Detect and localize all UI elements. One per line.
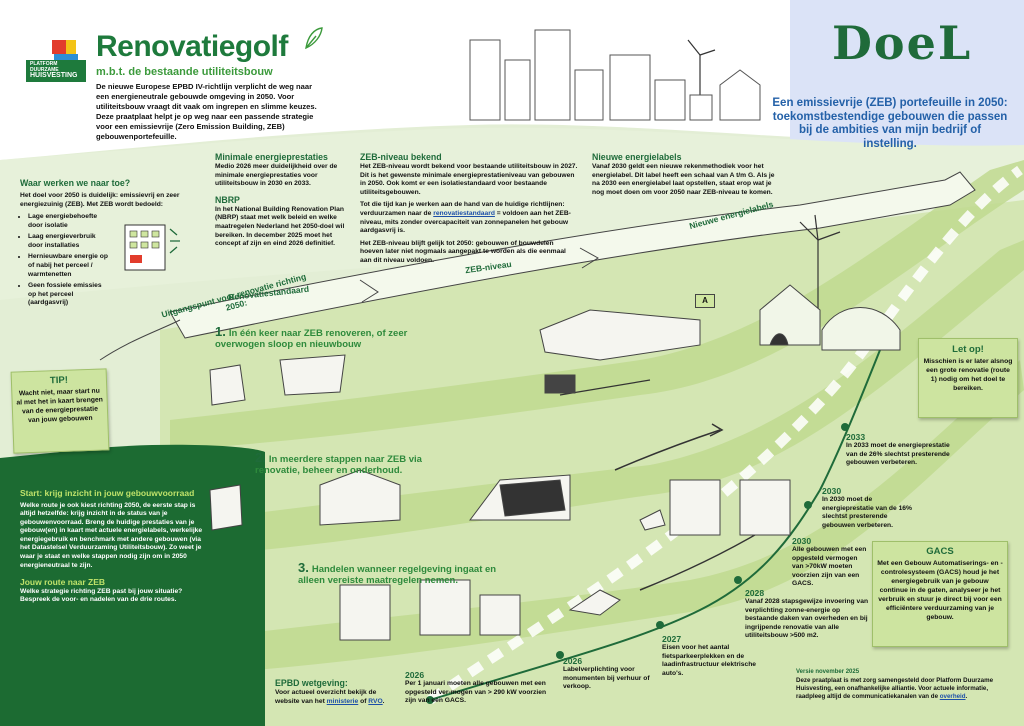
zeb-text-1: Het ZEB-niveau wordt bekend voor bestaan…	[360, 163, 578, 196]
epbd-heading: EPBD wetgeving:	[275, 678, 348, 688]
timeline-item: 2030 In 2030 moet de energieprestatie va…	[822, 486, 912, 529]
timeline-item: 2033 In 2033 moet de energieprestatie va…	[846, 432, 950, 467]
letop-heading: Let op!	[952, 344, 984, 355]
timeline-item: 2026 Labelverplichting voor monumenten b…	[563, 656, 650, 691]
start-heading: Start: krijg inzicht in jouw gebouwvoorr…	[20, 488, 195, 498]
minimale-text: Medio 2026 meer duidelijkheid over de mi…	[215, 163, 338, 188]
timeline-item: 2026 Per 1 januari moeten alle gebouwen …	[405, 670, 547, 705]
list-item: Laag energieverbruik door installaties	[28, 233, 110, 250]
start-text: Welke route je ook kiest richting 2050, …	[20, 501, 203, 569]
footer-text: Deze praatplaat is met zorg samengesteld…	[796, 676, 994, 700]
epbd-section: EPBD wetgeving: Voor actueel overzicht b…	[275, 678, 393, 706]
zeb-text-2: Tot die tijd kan je werken aan de hand v…	[360, 201, 571, 235]
logo-text: PLATFORM DUURZAME HUISVESTING	[30, 61, 78, 79]
waar-heading: Waar werken we naar toe?	[20, 178, 131, 188]
route-1: 1.In één keer naar ZEB renoveren, of zee…	[215, 324, 408, 350]
energielabels-text: Vanaf 2030 geldt een nieuwe rekenmethodi…	[592, 163, 775, 196]
jouw-route-heading: Jouw route naar ZEB	[20, 577, 106, 588]
doel-title: DoeL	[832, 16, 973, 70]
doel-subtitle: Een emissievrije (ZEB) portefeuille in 2…	[772, 97, 1008, 150]
rvo-link[interactable]: RVO	[368, 697, 383, 705]
list-item: Geen fossiele emissies op het perceel (a…	[28, 282, 110, 308]
tip-note: TIP! Wacht niet, maar start nu al met he…	[10, 368, 110, 454]
epbd-text: Voor actueel overzicht bekijk de website…	[275, 689, 385, 705]
tip-text: Wacht niet, maar start nu al met het in …	[16, 387, 104, 425]
footer: Versie november 2025 Deze praatplaat is …	[796, 668, 1012, 701]
overheid-link[interactable]: overheid	[939, 692, 966, 700]
list-item: Hernieuwbare energie op of nabij het per…	[28, 253, 110, 279]
list-item: Lage energiebehoefte door isolatie	[28, 213, 110, 230]
timeline-item: 2028 Vanaf 2028 stapsgewijze invoering v…	[745, 588, 869, 640]
zeb-building-icon	[124, 224, 180, 271]
energielabels-heading: Nieuwe energielabels	[592, 152, 682, 162]
nbrp-heading: NBRP	[215, 194, 240, 205]
letop-note: Let op! Misschien is er later alsnog een…	[918, 338, 1018, 418]
waar-list: Lage energiebehoefte door isolatie Laag …	[18, 210, 110, 311]
timeline-item: 2030 Alle gebouwen met een opgesteld ver…	[792, 536, 867, 588]
route-2: 2.In meerdere stappen naar ZEB via renov…	[255, 450, 422, 476]
waar-section: Waar werken we naar toe? Het doel voor 2…	[20, 178, 195, 209]
energielabels-section: Nieuwe energielabels Vanaf 2030 geldt ee…	[592, 152, 782, 197]
version-text: Versie november 2025	[796, 669, 860, 675]
energielabel-a-badge: A	[695, 294, 715, 308]
minimale-heading: Minimale energieprestaties	[215, 152, 328, 162]
zeb-section: ZEB-niveau bekend Het ZEB-niveau wordt b…	[360, 152, 578, 266]
gacs-heading: GACS	[926, 546, 954, 557]
page-subtitle: m.b.t. de bestaande utiliteitsbouw	[96, 66, 273, 78]
jouw-route-text: Welke strategie richting ZEB past bij jo…	[20, 587, 183, 604]
gacs-text: Met een Gebouw Automatiserings- en -cont…	[877, 560, 1003, 621]
gacs-note: GACS Met een Gebouw Automatiserings- en …	[872, 541, 1008, 647]
nbrp-text: In het National Building Renovation Plan…	[215, 205, 345, 248]
logo: PLATFORM DUURZAME HUISVESTING	[22, 34, 94, 82]
minimale-section: Minimale energieprestaties Medio 2026 me…	[215, 152, 345, 249]
leaf-icon	[305, 27, 323, 50]
letop-text: Misschien is er later alsnog een grote r…	[923, 358, 1013, 392]
logo-mark-icon	[26, 40, 86, 82]
page-title: Renovatiegolf	[96, 30, 288, 63]
route-3: 3.Handelen wanneer regelgeving ingaat en…	[298, 560, 497, 586]
tip-heading: TIP!	[49, 374, 69, 387]
renovatiestandaard-link[interactable]: renovatiestandaard	[433, 209, 495, 217]
zeb-heading: ZEB-niveau bekend	[360, 152, 442, 162]
ministerie-link[interactable]: ministerie	[326, 697, 359, 705]
intro-text: De nieuwe Europese EPBD IV-richtlijn ver…	[96, 82, 317, 141]
start-section: Start: krijg inzicht in jouw gebouwvoorr…	[20, 488, 206, 605]
timeline-item: 2027 Eisen voor het aantal fietsparkeerp…	[662, 634, 757, 677]
zeb-text-3: Het ZEB-niveau blijft gelijk tot 2050: g…	[360, 239, 566, 264]
waar-text: Het doel voor 2050 is duidelijk: emissie…	[20, 192, 180, 208]
